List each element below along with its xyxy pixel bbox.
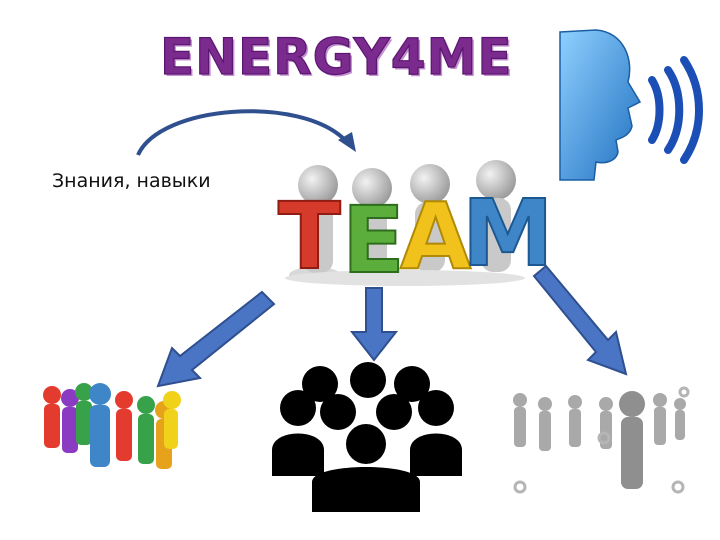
team-letter-a: A xyxy=(400,183,471,290)
crowd-person xyxy=(115,391,133,461)
team-icon: T E A M xyxy=(277,160,555,295)
title: ENERGY4ME xyxy=(159,27,513,86)
crowd-person xyxy=(163,391,181,449)
arrow-right xyxy=(532,264,628,376)
crowd-person xyxy=(137,396,155,464)
gray-person xyxy=(476,160,516,272)
speaking-head-icon xyxy=(559,29,703,181)
crowd-person xyxy=(75,383,93,445)
crowd-person xyxy=(89,383,111,467)
gray-person xyxy=(410,164,450,272)
skills-label: Знания, навыки xyxy=(52,170,211,192)
group-icon xyxy=(272,362,462,512)
crowd-person xyxy=(43,386,61,448)
team-letter-t: T xyxy=(278,183,341,290)
arrow-left xyxy=(156,290,276,388)
gray-crowd-icon xyxy=(513,386,690,494)
gray-person xyxy=(289,165,341,283)
colorful-crowd-icon xyxy=(43,383,181,469)
curved-arrow xyxy=(136,109,356,156)
arrow-center xyxy=(349,287,399,362)
team-letter-e: E xyxy=(342,187,405,294)
crowd-person xyxy=(61,389,79,453)
gray-person xyxy=(352,168,392,272)
team-letter-m: M xyxy=(462,180,554,287)
